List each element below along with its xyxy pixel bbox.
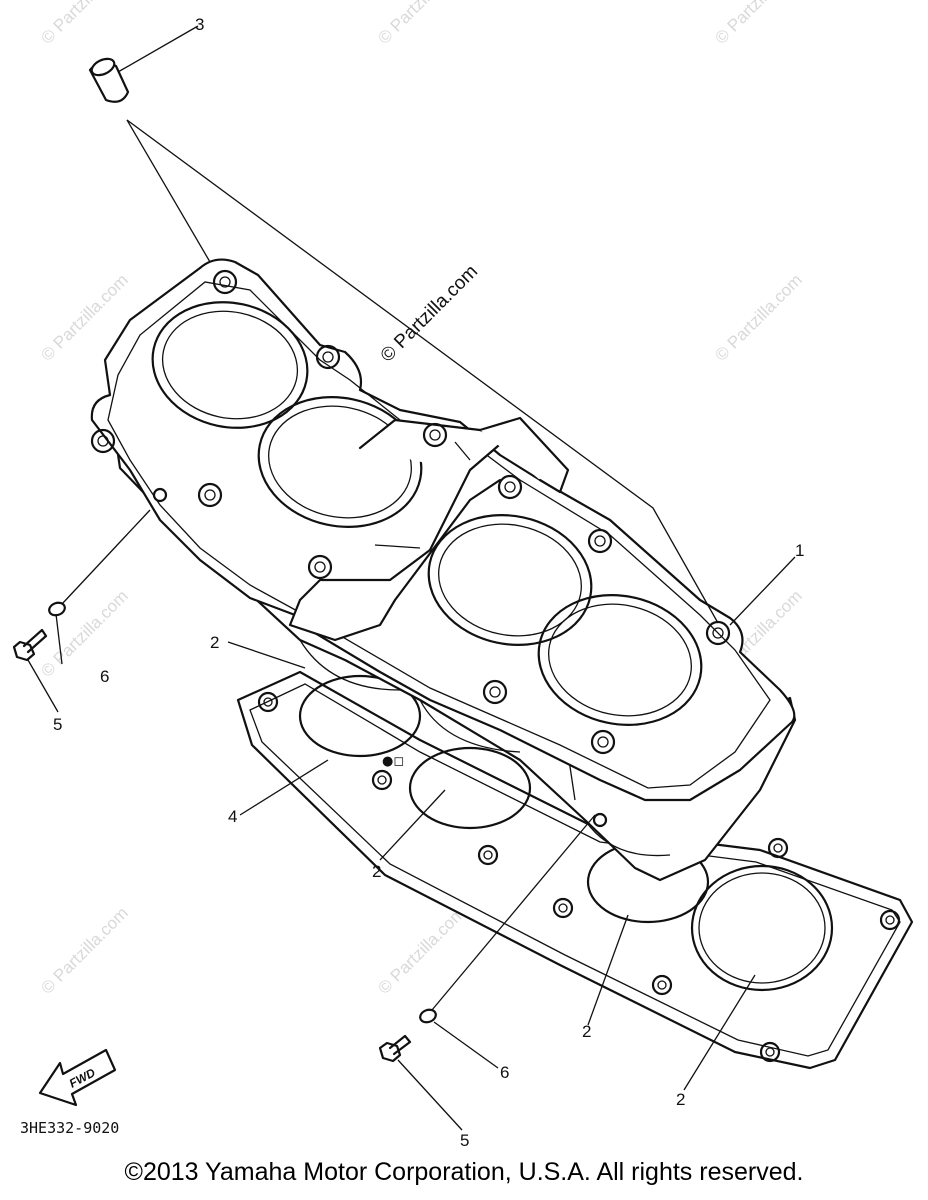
- callout-3: 3: [195, 15, 204, 34]
- washer-left[interactable]: [47, 601, 66, 618]
- diagram-code: 3HE332-9020: [20, 1119, 119, 1137]
- dowel-pin[interactable]: [88, 56, 130, 103]
- callout-2: 2: [372, 862, 381, 881]
- washer-right[interactable]: [418, 1008, 437, 1025]
- oil-orifice-left: [152, 487, 168, 503]
- callout-2: 2: [676, 1090, 685, 1109]
- cylinder-block[interactable]: [90, 258, 797, 882]
- gasket-bolt-holes: [257, 691, 901, 1063]
- callout-1: 1: [795, 541, 804, 560]
- copyright-notice: ©2013 Yamaha Motor Corporation, U.S.A. A…: [124, 1158, 804, 1186]
- gasket-mark: ●◻: [382, 754, 404, 769]
- callout-2: 2: [210, 633, 219, 652]
- fwd-arrow-icon: FWD: [38, 1048, 117, 1107]
- callout-6: 6: [500, 1063, 509, 1082]
- cylinder-bores: [151, 301, 703, 726]
- o-ring-inner: [698, 872, 826, 984]
- callout-5: 5: [460, 1131, 469, 1150]
- callout-5: 5: [53, 715, 62, 734]
- watermark: © Partzilla.com: [374, 0, 468, 48]
- watermark: © Partzilla.com: [37, 903, 131, 997]
- cylinder-gasket[interactable]: ●◻: [236, 670, 914, 1070]
- callouts: 1 2 2 2 2 3 4 5 5 6 6: [53, 15, 804, 1150]
- oil-orifice-right: [592, 812, 608, 828]
- callout-4: 4: [228, 807, 237, 826]
- bolt-left[interactable]: [12, 628, 48, 662]
- watermark: © Partzilla.com: [37, 586, 131, 680]
- o-ring[interactable]: [690, 864, 834, 992]
- watermark: © Partzilla.com: [37, 0, 131, 48]
- watermark: © Partzilla.com: [711, 270, 805, 364]
- watermark-center: © Partzilla.com: [377, 261, 482, 366]
- leader-lines: [27, 25, 796, 1131]
- callout-6: 6: [100, 667, 109, 686]
- callout-2: 2: [582, 1022, 591, 1041]
- watermark: © Partzilla.com: [711, 0, 805, 48]
- bolt-right[interactable]: [378, 1034, 412, 1063]
